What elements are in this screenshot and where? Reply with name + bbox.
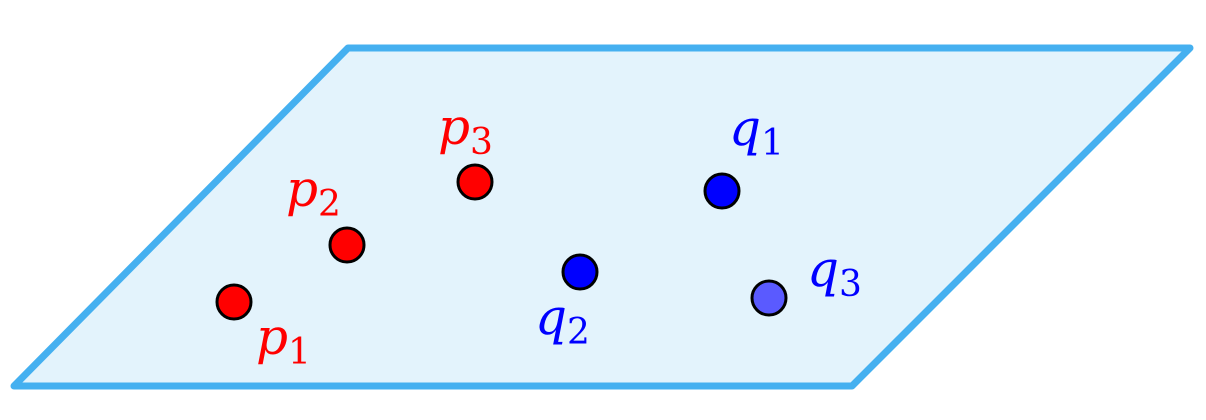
label-p2-sub: 2 xyxy=(318,184,341,225)
point-p1 xyxy=(215,283,253,321)
label-p1-sub: 1 xyxy=(288,332,311,373)
label-p3-sub: 3 xyxy=(470,122,493,163)
plane-parallelogram xyxy=(10,44,1194,390)
label-p2: p2 xyxy=(286,160,341,225)
label-q2-sub: 2 xyxy=(567,312,590,353)
point-q3 xyxy=(750,279,788,317)
label-p2-base: p xyxy=(286,160,318,218)
label-q1-sub: 1 xyxy=(761,123,784,164)
label-q3-base: q xyxy=(807,240,839,298)
point-p3 xyxy=(456,163,494,201)
label-q3-sub: 3 xyxy=(839,264,862,305)
label-p3: p3 xyxy=(438,98,493,163)
label-q2: q2 xyxy=(535,288,590,353)
label-p1-base: p xyxy=(256,308,288,366)
label-p3-base: p xyxy=(438,98,470,156)
point-p2 xyxy=(328,226,366,264)
label-q3: q3 xyxy=(807,240,862,305)
label-p1: p1 xyxy=(256,308,311,373)
point-q1 xyxy=(703,172,741,210)
point-q2 xyxy=(561,253,599,291)
label-q1: q1 xyxy=(729,99,784,164)
label-q2-base: q xyxy=(535,288,567,346)
label-q1-base: q xyxy=(729,99,761,157)
